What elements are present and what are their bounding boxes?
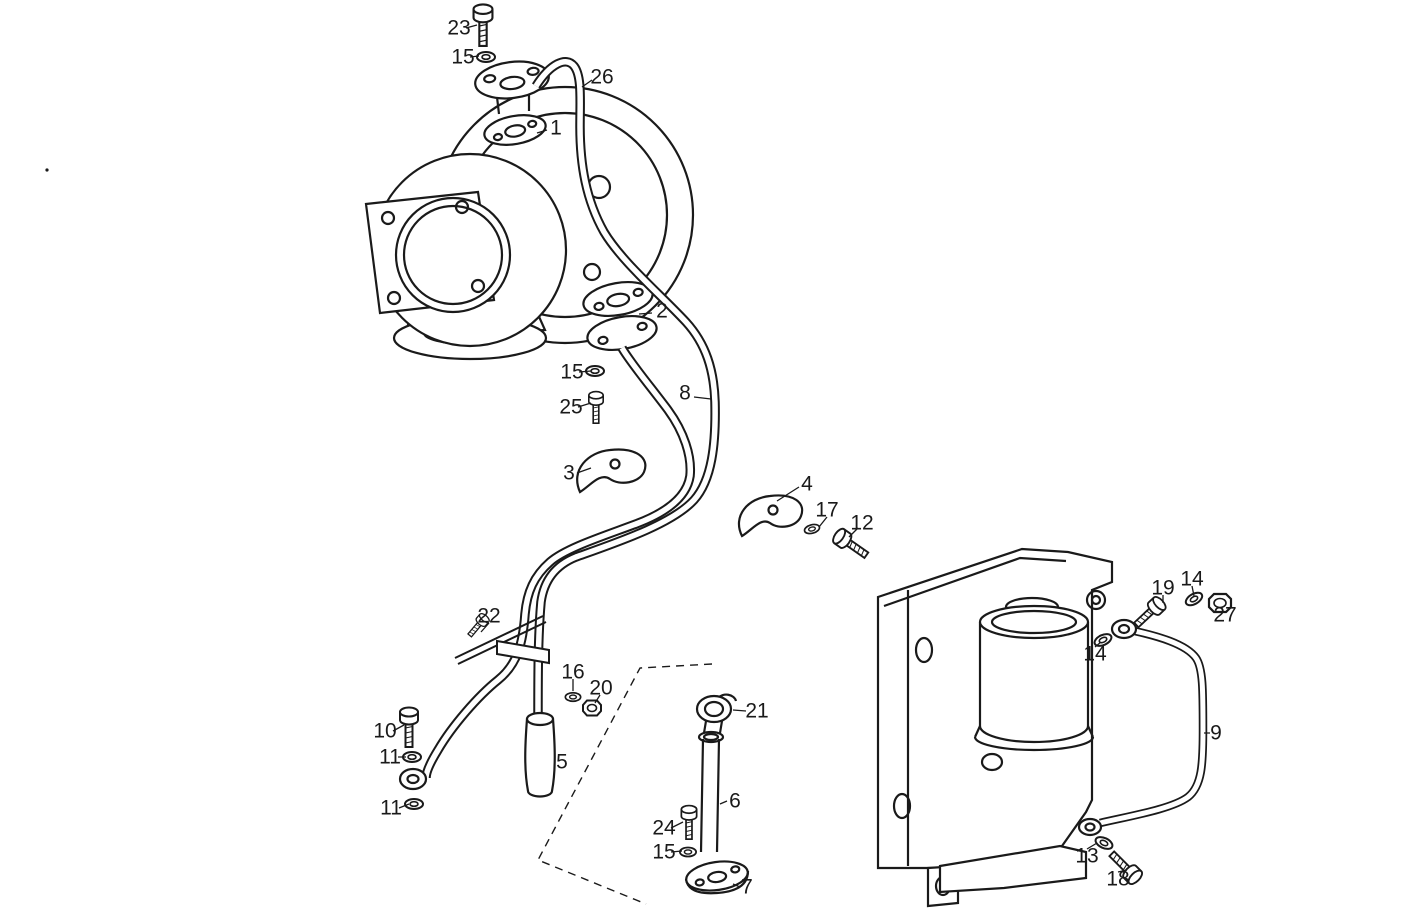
pipe-9-banjo-upper — [1110, 618, 1138, 640]
part-18-bolt — [1104, 846, 1146, 888]
part-15-washer-top — [476, 51, 496, 63]
pipe-8-banjo-eye — [398, 767, 428, 791]
part-27-plug — [1207, 592, 1233, 614]
part-3-clamp — [576, 448, 647, 494]
part-5-sleeve — [524, 711, 556, 798]
part-10-bolt — [399, 706, 419, 748]
part-6-tube — [697, 730, 725, 853]
subassembly-dashed-line — [537, 663, 713, 905]
part-15-washer-bottom — [679, 846, 697, 858]
part-21-hose-fitting — [695, 693, 738, 734]
part-16-washer — [564, 691, 582, 703]
part-19-bolt — [1129, 593, 1169, 632]
part-4-clamp — [737, 494, 804, 538]
part-20-nut — [582, 699, 602, 717]
engine-bracket — [876, 547, 1114, 908]
part-22-stay-bracket — [454, 615, 550, 665]
part-2-flange — [582, 281, 658, 351]
part-26-oil-feed-pipe — [531, 57, 720, 715]
part-25-stud — [587, 390, 605, 425]
part-24-bolt — [680, 804, 698, 841]
scan-speck — [45, 168, 49, 172]
part-17-washer — [802, 522, 822, 536]
turbocharger-body — [364, 85, 695, 361]
part-8-oil-return-pipe — [421, 345, 696, 779]
part-9-oil-pipe — [1099, 625, 1208, 828]
callout-leader-lines — [392, 24, 1210, 888]
pipe-9-fitting-lower — [1077, 817, 1103, 837]
part-7-flange — [684, 860, 750, 895]
part-12-bolt — [829, 525, 873, 564]
part-1-gasket — [483, 114, 547, 146]
